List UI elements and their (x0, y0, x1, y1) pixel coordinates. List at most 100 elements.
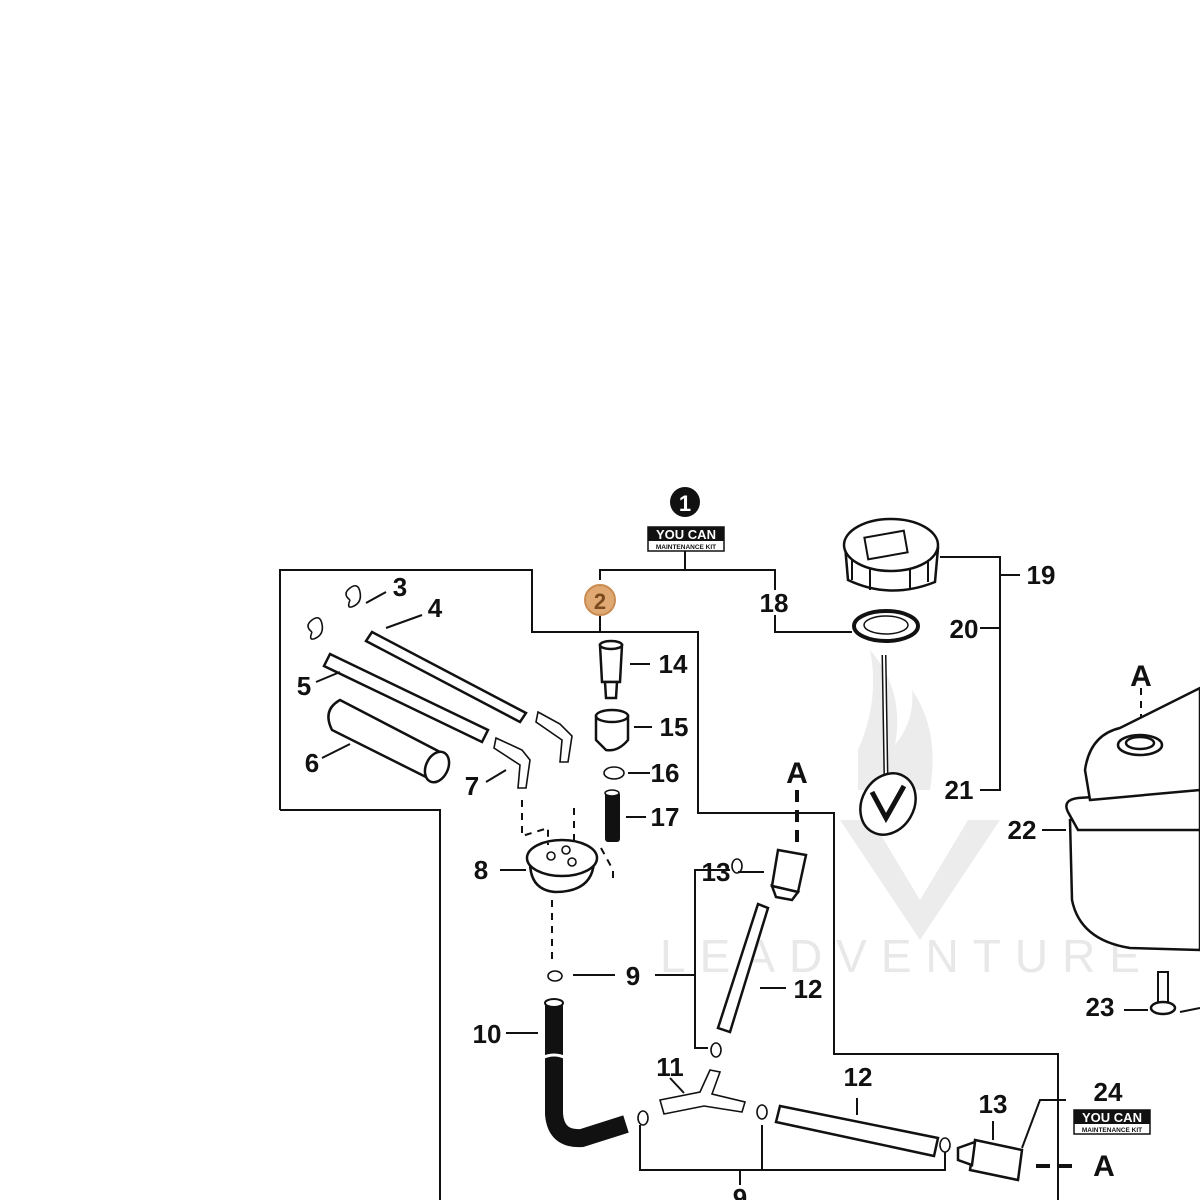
maintenance-kit-logo-24[interactable]: YOU CAN MAINTENANCE KIT (1073, 1109, 1151, 1135)
part-4-fuel-hose[interactable] (364, 614, 528, 724)
hose-shape (322, 652, 490, 744)
part-10-fuel-line[interactable] (506, 998, 629, 1148)
o-ring (710, 1042, 722, 1058)
hose-shape (774, 1104, 940, 1158)
o-ring (637, 1110, 649, 1126)
part-6-hose-sleeve[interactable] (321, 698, 454, 786)
part-5-fuel-hose[interactable] (315, 652, 490, 744)
callout-14[interactable]: 14 (659, 649, 688, 679)
ring-shape (603, 766, 625, 780)
part-20-cap-gasket[interactable] (852, 609, 920, 643)
callout-18[interactable]: 18 (760, 588, 789, 618)
part-22-fuel-tank[interactable] (1042, 686, 1200, 952)
part-14-tank-fitting[interactable] (598, 639, 650, 700)
section-marker-a: A (1093, 1150, 1115, 1183)
callout-23[interactable]: 23 (1086, 992, 1115, 1022)
part-12-fuel-hose-short[interactable] (716, 902, 786, 1034)
callout-3[interactable]: 3 (393, 572, 407, 602)
part-13-fuel-filter-lower[interactable] (956, 1121, 1024, 1182)
part-19-fuel-cap[interactable] (842, 517, 940, 592)
maintenance-kit-badge[interactable]: 1 YOU CAN MAINTENANCE KIT (647, 487, 725, 552)
callout-4[interactable]: 4 (428, 593, 443, 623)
hose-shape (716, 902, 770, 1034)
part-3-hose-clamps[interactable] (307, 584, 387, 640)
callout-19[interactable]: 19 (1027, 560, 1056, 590)
kit-logo-top: YOU CAN (656, 527, 716, 542)
grommet-hole (546, 851, 556, 861)
kit-number-circle (670, 487, 700, 517)
callout-21[interactable]: 21 (945, 775, 974, 805)
callout-11[interactable]: 11 (656, 1052, 684, 1082)
callout-24[interactable]: 24 (1094, 1077, 1123, 1107)
part-12-fuel-hose-long[interactable] (774, 1098, 940, 1158)
callout-16[interactable]: 16 (651, 758, 680, 788)
o-ring (731, 858, 743, 874)
callout-13-lower[interactable]: 13 (979, 1089, 1008, 1119)
callout-13-upper[interactable]: 13 (702, 857, 731, 887)
callout-numbers: 3 4 5 6 7 8 9 9 10 11 12 12 13 13 14 15 … (297, 560, 1152, 1200)
part-23-mounting-bolt[interactable] (1124, 971, 1200, 1016)
o-ring (939, 1137, 951, 1153)
gasket-inner (863, 615, 909, 635)
grommet-top (525, 838, 599, 878)
part-15-tank-bushing[interactable] (594, 708, 652, 752)
sleeve-end (423, 750, 451, 784)
kit-logo-bottom: MAINTENANCE KIT (1082, 1127, 1142, 1134)
section-marker-a: A (1130, 660, 1152, 693)
tank-neck-inner (1124, 735, 1156, 751)
part-11-tee-fitting[interactable] (658, 1069, 747, 1115)
callout-5[interactable]: 5 (297, 671, 311, 701)
filter-cap (956, 1140, 977, 1167)
fitting-body (598, 643, 624, 684)
part-13-fuel-filter-upper[interactable] (738, 848, 808, 902)
bushing-body (594, 714, 630, 752)
filter-body (770, 848, 808, 894)
filter-body (968, 1138, 1024, 1182)
callout-9-upper[interactable]: 9 (626, 961, 640, 991)
callout-8[interactable]: 8 (474, 855, 488, 885)
callout-9-lower[interactable]: 9 (733, 1183, 747, 1200)
grommet-hole (561, 845, 571, 855)
clamp-shape (345, 584, 362, 608)
callout-22[interactable]: 22 (1008, 815, 1037, 845)
grommet-hole (567, 857, 577, 867)
section-marker-a: A (786, 757, 808, 790)
fuel-line-break (541, 1053, 567, 1060)
callout-2-highlighted[interactable]: 2 (584, 584, 616, 616)
part-16-retaining-ring[interactable] (603, 766, 650, 780)
bolt-head (1149, 1000, 1177, 1016)
callout-6[interactable]: 6 (305, 748, 319, 778)
part-7-elbow-fittings[interactable] (485, 710, 573, 789)
tether-strap-inner (883, 654, 887, 779)
callout-7[interactable]: 7 (465, 771, 479, 801)
cap-label (863, 529, 909, 561)
part-9-o-rings[interactable] (547, 858, 951, 1153)
callout-12-lower[interactable]: 12 (844, 1062, 873, 1092)
part-8-tank-grommet[interactable] (500, 838, 599, 894)
elbow-fitting (493, 736, 531, 789)
part-24-pointer (1021, 1099, 1066, 1149)
screen-top (604, 789, 620, 797)
kit-number: 1 (679, 491, 691, 516)
part-17-fuel-screen[interactable] (604, 789, 646, 842)
callout-17[interactable]: 17 (651, 802, 680, 832)
callout-20[interactable]: 20 (950, 614, 979, 644)
fitting-stem (603, 680, 619, 700)
part-21-cap-tether[interactable] (849, 654, 926, 845)
filter-cap (770, 884, 801, 902)
elbow-fitting (535, 710, 573, 763)
kit-brackets (279, 550, 1059, 1200)
callout-12-upper[interactable]: 12 (794, 974, 823, 1004)
highlight-circle (584, 584, 616, 616)
kit-logo-bottom: MAINTENANCE KIT (656, 544, 716, 551)
callout-2-label: 2 (594, 589, 606, 614)
kit-logo-band (648, 527, 724, 541)
callout-10[interactable]: 10 (473, 1019, 502, 1049)
callout-15[interactable]: 15 (660, 712, 689, 742)
fitting-top (598, 639, 624, 651)
watermark-emblem (840, 650, 1000, 940)
bushing-top (594, 708, 630, 724)
o-ring (547, 970, 563, 982)
tee-shape (658, 1069, 747, 1115)
